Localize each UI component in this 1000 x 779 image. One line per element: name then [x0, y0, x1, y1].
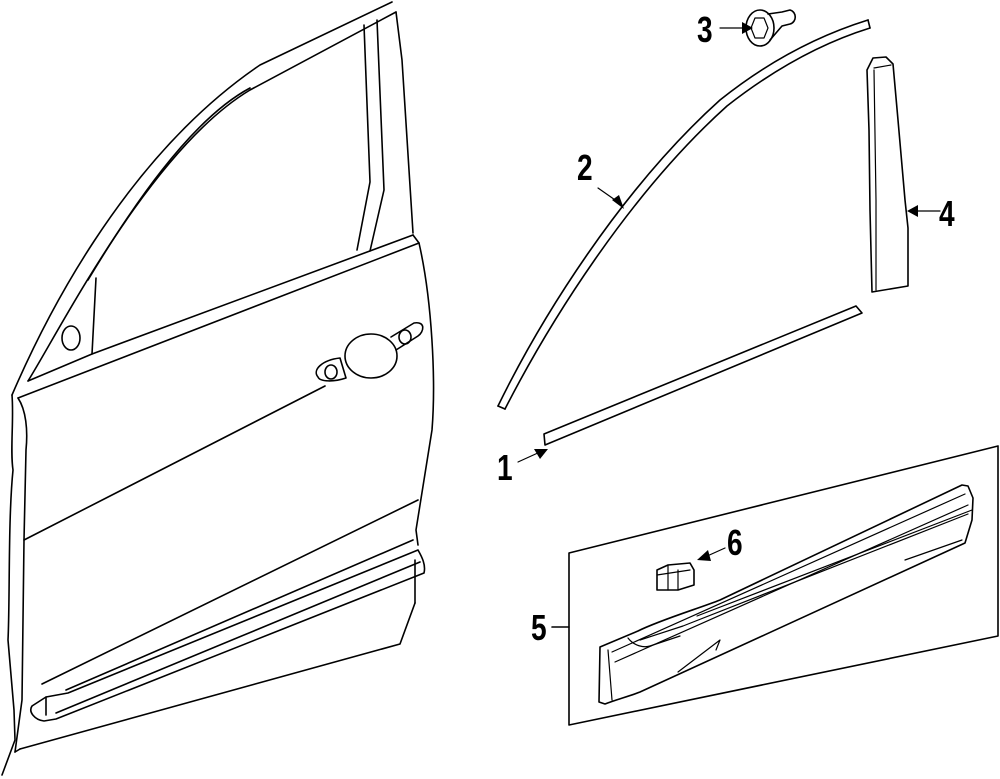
part-6-molding-clip — [656, 562, 695, 591]
callout-1: 1 — [497, 447, 513, 488]
callout-3: 3 — [697, 9, 713, 50]
part-5-door-side-molding — [598, 484, 974, 705]
callout-6: 6 — [727, 522, 743, 563]
part-5-box — [551, 445, 999, 726]
callout-5: 5 — [531, 607, 547, 648]
leader-lines — [517, 22, 941, 561]
part-3-clip — [745, 9, 797, 47]
part-2-window-molding — [497, 19, 871, 410]
callout-4: 4 — [939, 193, 955, 234]
part-1-belt-molding — [543, 305, 863, 446]
callout-2: 2 — [577, 147, 593, 188]
front-door — [1, 1, 435, 776]
part-4-pillar-applique — [866, 56, 909, 293]
